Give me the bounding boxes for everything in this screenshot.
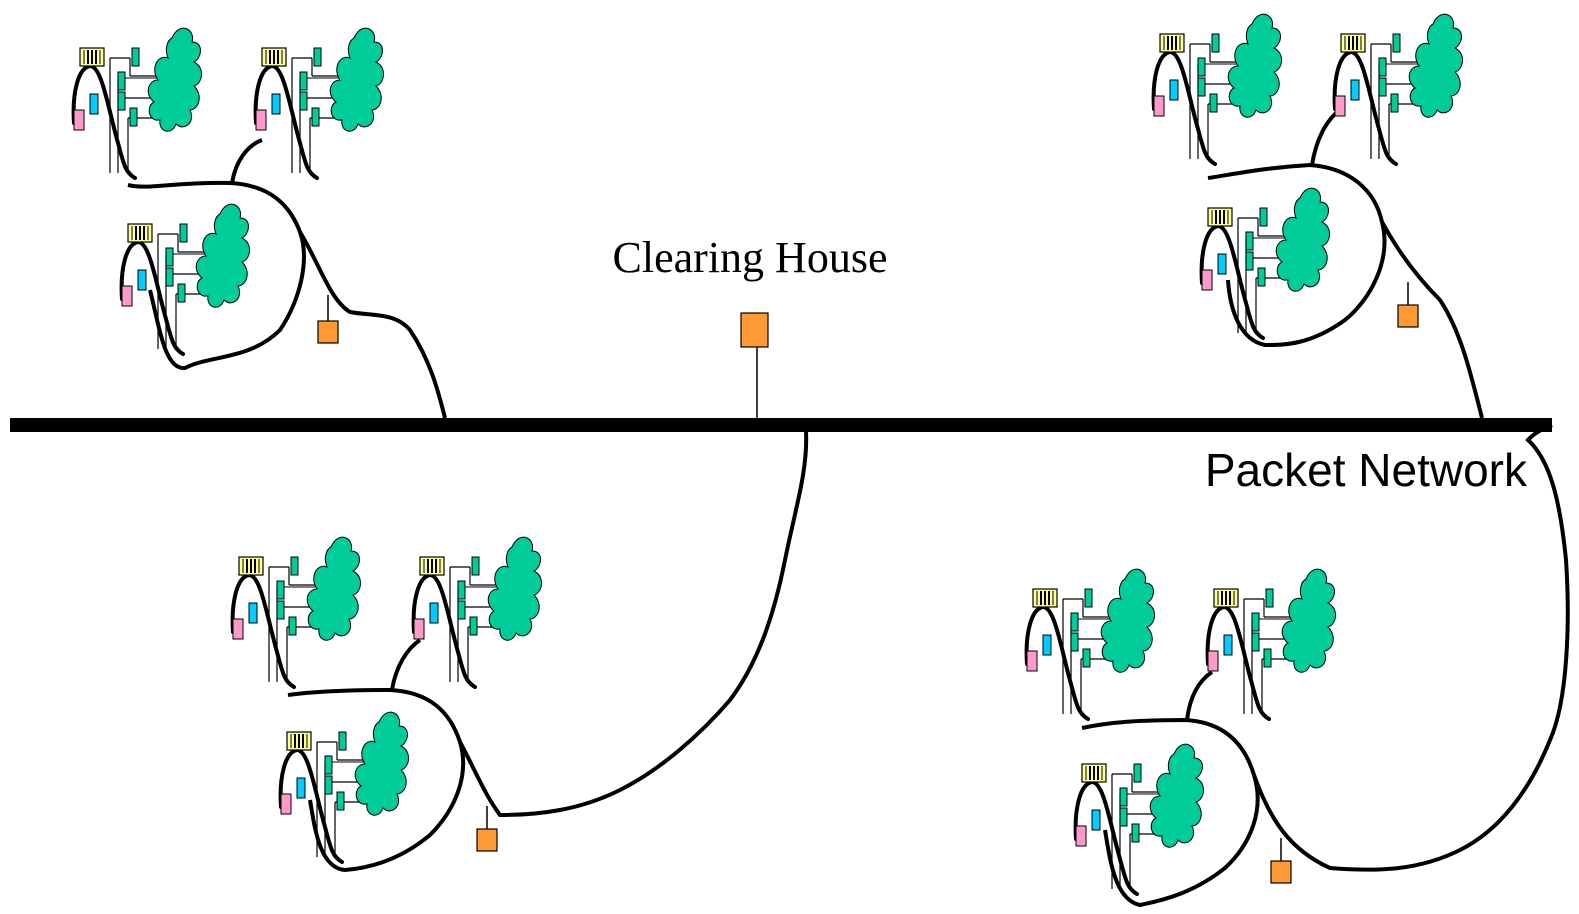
- region-uplink: [1380, 221, 1484, 419]
- packet-network-backbone: [10, 418, 1552, 432]
- pbx-node: [71, 26, 204, 180]
- pbx-node: [411, 535, 544, 689]
- region-bottom-right: [1024, 423, 1570, 908]
- region-loop: [1081, 717, 1260, 908]
- pbx-node: [1332, 12, 1465, 166]
- region-top-left: [71, 26, 447, 419]
- gateway-icon[interactable]: [1270, 860, 1292, 884]
- pbx-node: [119, 202, 252, 356]
- region-loop: [287, 687, 466, 873]
- region-loop: [1207, 162, 1387, 348]
- gateway-icon[interactable]: [476, 828, 498, 852]
- region-loop: [127, 180, 306, 370]
- clearing-house-gateway-icon[interactable]: [740, 312, 769, 348]
- pbx-node: [1073, 742, 1206, 896]
- region-uplink: [458, 431, 809, 818]
- pbx-node: [253, 26, 386, 180]
- region-uplink: [298, 230, 447, 419]
- pbx-node: [278, 710, 411, 864]
- region-bottom-middle: [230, 431, 809, 873]
- region-uplink: [1252, 423, 1570, 872]
- pbx-node: [1199, 186, 1332, 340]
- clearing-house-label: Clearing House: [613, 233, 888, 282]
- region-top-right: [1151, 12, 1484, 419]
- pbx-node: [1205, 567, 1338, 721]
- gateway-icon[interactable]: [317, 320, 339, 344]
- pbx-node: [230, 535, 363, 689]
- packet-network-label: Packet Network: [1205, 444, 1528, 496]
- pbx-node: [1151, 12, 1284, 166]
- pbx-node: [1024, 567, 1157, 721]
- gateway-icon[interactable]: [1397, 304, 1419, 328]
